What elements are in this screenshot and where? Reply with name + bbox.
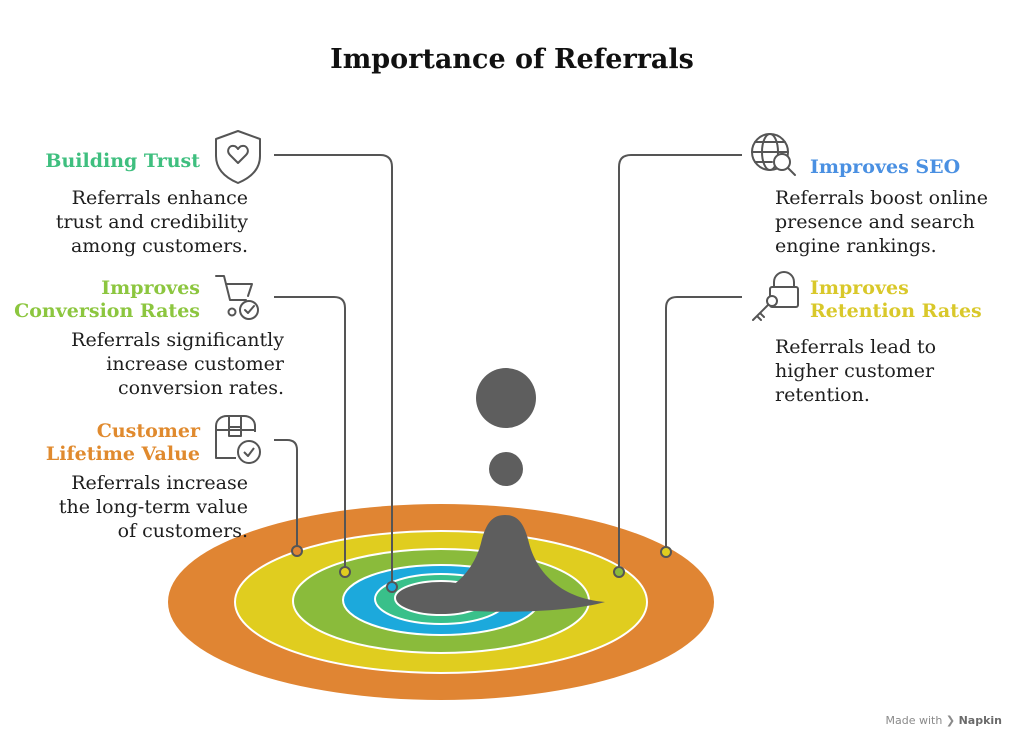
heading-retention: Improves Retention Rates bbox=[810, 277, 982, 323]
connector-dot-retention bbox=[660, 546, 672, 558]
heading-lifetime: Customer Lifetime Value bbox=[46, 420, 200, 466]
description-seo: Referrals boost online presence and sear… bbox=[775, 186, 988, 258]
description-lifetime: Referrals increase the long-term value o… bbox=[59, 471, 248, 543]
connector-dot-lifetime bbox=[291, 545, 303, 557]
description-retention: Referrals lead to higher customer retent… bbox=[775, 335, 936, 407]
heading-conversion: Improves Conversion Rates bbox=[14, 277, 200, 323]
connector-seo bbox=[618, 154, 742, 572]
description-line: trust and credibility bbox=[55, 211, 248, 233]
heading-conversion-line: Conversion Rates bbox=[14, 300, 200, 322]
description-line: retention. bbox=[775, 384, 870, 406]
description-line: Referrals boost online bbox=[775, 187, 988, 209]
heading-lifetime-line: Lifetime Value bbox=[45, 443, 200, 465]
heading-conversion-line: Improves bbox=[101, 277, 200, 299]
connector-building-trust bbox=[274, 154, 393, 587]
heading-lifetime-line: Customer bbox=[96, 420, 200, 442]
description-conversion: Referrals significantly increase custome… bbox=[71, 328, 284, 400]
description-line: higher customer bbox=[775, 360, 935, 382]
watermark-brand: Napkin bbox=[958, 714, 1002, 727]
description-building-trust: Referrals enhance trust and credibility … bbox=[56, 186, 248, 258]
connector-dot-conversion bbox=[339, 566, 351, 578]
splash-peak bbox=[405, 515, 605, 612]
heading-retention-line: Improves bbox=[810, 277, 909, 299]
description-line: the long-term value bbox=[58, 496, 248, 518]
heading-seo-line: Improves SEO bbox=[810, 156, 961, 178]
description-line: among customers. bbox=[70, 235, 248, 257]
description-line: Referrals significantly bbox=[71, 329, 284, 351]
connector-retention bbox=[665, 296, 742, 552]
napkin-watermark: Made with ❯ Napkin bbox=[886, 714, 1002, 727]
droplet-small bbox=[489, 452, 523, 486]
description-line: increase customer bbox=[106, 353, 284, 375]
droplet-large bbox=[476, 368, 536, 428]
lock-key-icon bbox=[752, 271, 799, 321]
description-line: conversion rates. bbox=[118, 377, 284, 399]
description-line: Referrals increase bbox=[71, 472, 248, 494]
watermark-prefix: Made with bbox=[885, 714, 943, 727]
description-line: of customers. bbox=[117, 520, 248, 542]
heading-retention-line: Retention Rates bbox=[810, 300, 982, 322]
heading-building-trust: Building Trust bbox=[45, 150, 200, 173]
description-line: presence and search bbox=[775, 211, 975, 233]
page-title: Importance of Referrals bbox=[330, 44, 694, 75]
connector-conversion bbox=[274, 296, 346, 572]
description-line: engine rankings. bbox=[775, 235, 937, 257]
description-line: Referrals enhance bbox=[71, 187, 248, 209]
connector-lifetime bbox=[274, 439, 298, 551]
heading-seo: Improves SEO bbox=[810, 156, 960, 179]
heading-building-trust-line: Building Trust bbox=[45, 150, 200, 172]
globe-search-icon bbox=[751, 133, 796, 176]
connector-dot-building-trust bbox=[386, 581, 398, 593]
napkin-logo-icon: ❯ bbox=[945, 714, 956, 727]
description-line: Referrals lead to bbox=[775, 336, 937, 358]
connector-dot-seo bbox=[613, 566, 625, 578]
shield-heart-icon bbox=[215, 130, 261, 184]
treasure-chest-check-icon bbox=[215, 415, 261, 464]
cart-check-icon bbox=[215, 275, 259, 320]
